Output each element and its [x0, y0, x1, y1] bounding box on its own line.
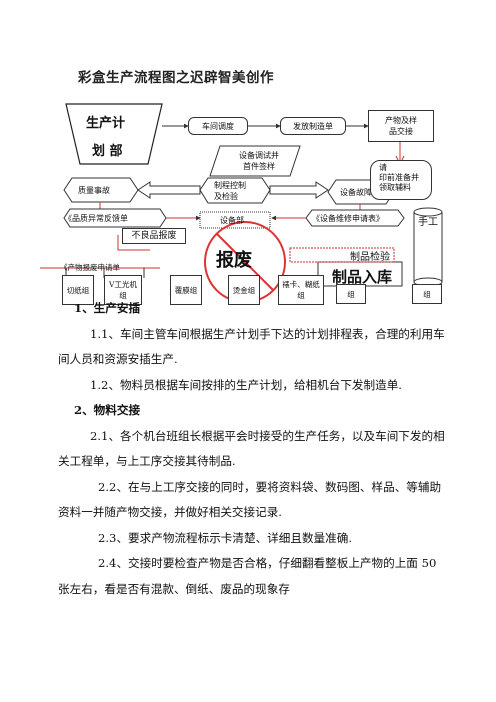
plan-label-2: 划 部 — [92, 144, 123, 159]
issue-order-box: 发放制造单 — [280, 117, 346, 135]
prep-line1: 请 — [379, 163, 387, 172]
process-text: 制程控制 及检验 — [214, 180, 246, 202]
prep-box: 请 印前准备并 领取辅料 — [370, 160, 432, 200]
flow-connectors — [40, 103, 443, 303]
section-1-para-1: 1.1、车间主管车间根据生产计划手下达的计划排程表，合理的利用车间人员和资源安插… — [58, 326, 445, 367]
plan-trapezoid — [65, 103, 163, 165]
process-line2: 及检验 — [214, 192, 238, 201]
plan-label: 生产计 — [86, 116, 126, 131]
flow-diagram: 生产计 划 部 车间调度 发放制造单 产物及样 品交接 设备调试并 首件签样 质… — [0, 0, 496, 320]
quality-accident-label: 质量事故 — [78, 186, 110, 195]
workshop-box: 车间调度 — [188, 117, 248, 135]
debug-line1: 设备调试并 — [239, 151, 279, 160]
group-a: 组 — [336, 284, 366, 304]
equipment-dept-label: 设备部 — [220, 216, 244, 225]
section-1-heading: 1、生产安插 — [74, 301, 141, 315]
scrap-label: 报废 — [216, 250, 252, 271]
section-2-para-3: 2.3、要求产物流程标示卡清楚、详细且数量准确. — [98, 530, 352, 545]
section-1-para-2: 1.2、物料员根据车间按排的生产计划，给相机台下发制造单. — [90, 377, 402, 392]
section-2-para-4: 2.4、交接时要检查产物是否合格，仔细翻看整板上产物的上面 50 张左右，看是否… — [58, 556, 437, 596]
prep-line3: 领取辅料 — [379, 183, 411, 192]
group-mounting: 裱卡、糊纸组 — [278, 275, 324, 305]
group-cutting: 切纸组 — [62, 275, 94, 305]
quality-hexagon — [63, 177, 139, 203]
product-handover-box: 产物及样 品交接 — [368, 110, 434, 142]
group-b: 组 — [412, 284, 442, 304]
debug-line2: 首件签样 — [243, 162, 275, 171]
scrap-form-label: 《产物报废申请单 — [60, 263, 120, 272]
defect-report-box: 不良品报废 — [122, 228, 186, 244]
repair-form-label: 《设备维修申请表》 — [312, 214, 384, 223]
group-hotstamp: 烫金组 — [228, 275, 260, 305]
quality-form-label: 《品质异常反馈单 — [64, 214, 128, 223]
warehouse-label: 制品入库 — [332, 268, 393, 286]
equipment-fault-label: 设备故障 — [340, 188, 372, 197]
group-vuv: V工光机组 — [104, 275, 142, 305]
debug-text: 设备调试并 首件签样 — [226, 150, 292, 172]
process-line1: 制程控制 — [214, 181, 246, 190]
section-2-heading: 2、物料交接 — [74, 403, 141, 417]
section-2-para-2: 2.2、在与上工序交接的同时，要将资料袋、数码图、样品、等辅助资料一并随产物交接… — [58, 479, 442, 520]
debug-parallelogram — [209, 145, 301, 177]
product-handover-line2: 品交接 — [389, 127, 413, 136]
group-laminating: 覆膜组 — [170, 275, 202, 305]
manual-label: 手工 — [418, 217, 438, 228]
product-inspect-label: 制品检验 — [350, 252, 390, 263]
document-body: 1、生产安插 1.1、车间主管车间根据生产计划手下达的计划排程表，合理的利用车间… — [58, 296, 446, 602]
prep-line2: 印前准备并 — [379, 173, 419, 182]
section-2-para-1: 2.1、各个机台班组长根据平会时接受的生产任务，以及车间下发的相关工程单，与上工… — [58, 428, 445, 469]
product-handover-line1: 产物及样 — [385, 116, 417, 125]
quality-form-shape — [63, 208, 167, 228]
page-title: 彩盒生产流程图之迟辟智美创作 — [78, 70, 274, 86]
